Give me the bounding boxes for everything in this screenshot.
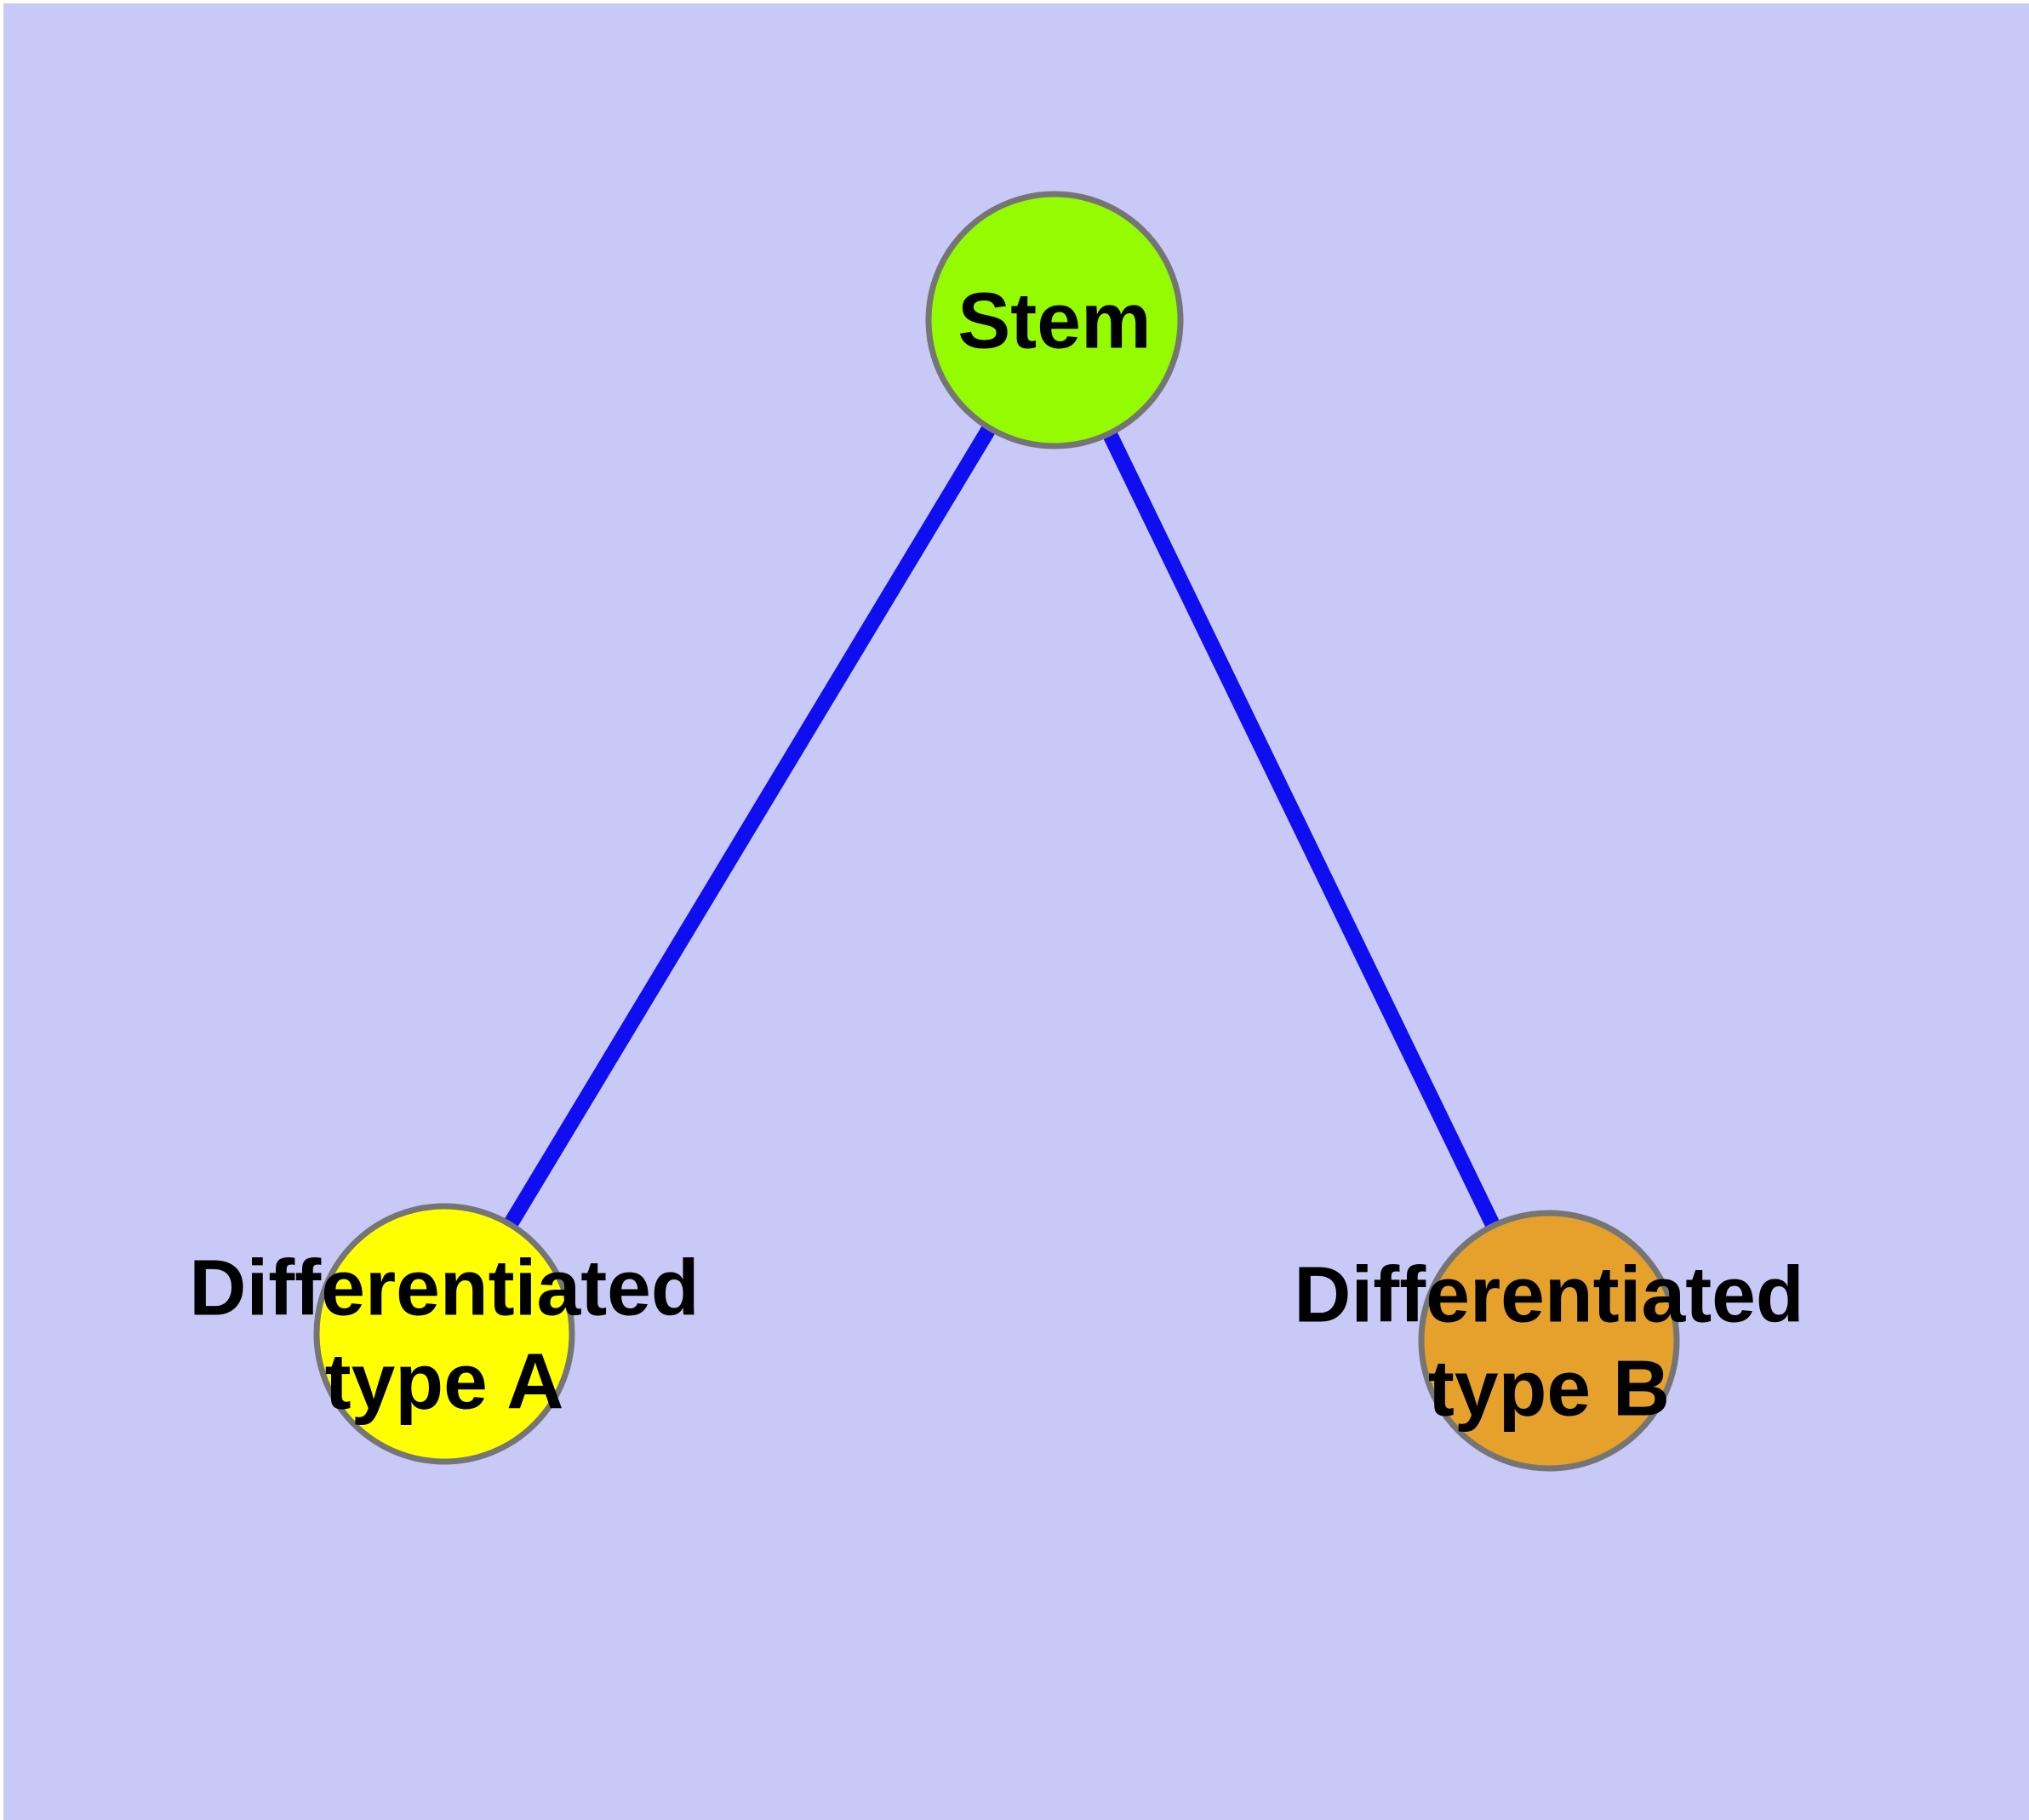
edge-stem-typeB <box>1047 317 1557 1344</box>
node-stem-label-line-1: Stem <box>957 277 1151 365</box>
node-typeA-label-line-2: type A <box>325 1337 564 1426</box>
node-stem-circle <box>925 191 1184 449</box>
node-typeB-label-line-1: Differentiated <box>1294 1251 1803 1339</box>
node-typeA-label-line-1: Differentiated <box>189 1244 699 1332</box>
edges-layer <box>437 316 1557 1344</box>
node-typeB-circle <box>1418 1210 1680 1472</box>
node-typeB-label-line-2: type B <box>1428 1344 1670 1433</box>
nodes-layer <box>313 191 1680 1472</box>
node-typeA-circle <box>313 1203 575 1465</box>
node-stem-label: Stem <box>957 277 1151 365</box>
edge-stem-typeA <box>437 316 1061 1338</box>
